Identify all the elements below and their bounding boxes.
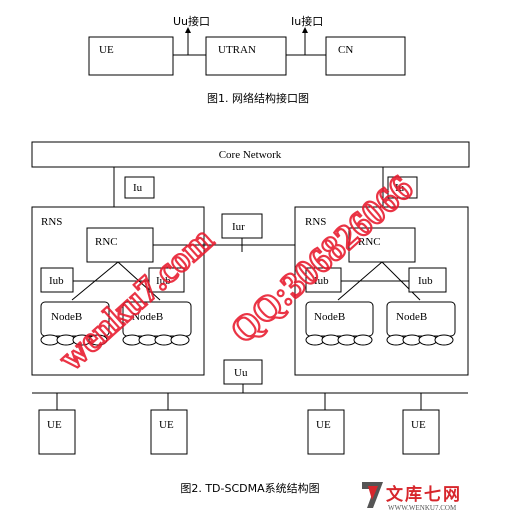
rns-right-label: RNS (305, 216, 326, 228)
antenna-icon (321, 334, 341, 346)
iu-right-label: Iu (395, 182, 405, 194)
antenna-icon (88, 334, 108, 346)
figure-1: UE UTRAN CN Uu接口 Iu接口 图1. 网络结构接口图 (88, 15, 406, 105)
nodeb-left-label-1: NodeB (51, 311, 82, 323)
nodeb-right-1 (305, 301, 374, 337)
iub-right-box-1 (305, 267, 342, 293)
ue-box-4 (402, 409, 440, 455)
rnc-right-label: RNC (358, 236, 381, 248)
iu-right-box (387, 176, 418, 199)
nodeb-left-label-2: NodeB (132, 311, 163, 323)
utran-box-label: UTRAN (218, 44, 256, 56)
utran-box (205, 36, 287, 76)
nodeb-right-2 (386, 301, 456, 337)
ue-box (88, 36, 174, 76)
iub-right-label-2: Iub (418, 275, 433, 287)
rnc-left-label: RNC (95, 236, 118, 248)
antenna-icon (418, 334, 438, 346)
nodeb-left-1 (40, 301, 110, 337)
antenna-icon (434, 334, 454, 346)
ue-label-2: UE (159, 419, 174, 431)
antenna-icon (402, 334, 422, 346)
antenna-icon (353, 334, 373, 346)
iub-left-box-2 (148, 267, 185, 293)
nodeb-right-label-2: NodeB (396, 311, 427, 323)
ue-box-2 (150, 409, 188, 455)
iur-label: Iur (232, 221, 245, 233)
cn-box-label: CN (338, 44, 353, 56)
core-network-label: Core Network (219, 149, 282, 161)
rnc-left-box (86, 227, 154, 263)
iub-right-box-2 (408, 267, 447, 293)
logo-accent-icon (368, 486, 378, 500)
antenna-icon (138, 334, 158, 346)
cn-box (325, 36, 406, 76)
iub-left-label-1: Iub (49, 275, 64, 287)
rns-left-label: RNS (41, 216, 62, 228)
antenna-icon (154, 334, 174, 346)
ue-box-label: UE (99, 44, 114, 56)
ue-box-3 (307, 409, 345, 455)
iu-interface-label: Iu接口 (291, 15, 323, 28)
figure-2-caption: 图2. TD-SCDMA系统结构图 (180, 481, 319, 495)
logo-name: 文库七网 (386, 484, 462, 504)
iu-left-label: Iu (133, 182, 143, 194)
figure-1-caption: 图1. 网络结构接口图 (207, 91, 309, 105)
uu-label: Uu (234, 367, 248, 379)
antenna-icon (305, 334, 325, 346)
iu-left-box (124, 176, 155, 199)
iub-left-label-2: Iub (156, 275, 171, 287)
figure-2: Core Network Iu Iu RNS RNC Iub Iub NodeB… (31, 141, 470, 495)
uu-interface-label: Uu接口 (173, 15, 210, 28)
antenna-icon (122, 334, 142, 346)
antenna-icon (170, 334, 190, 346)
logo-url: WWW.WENKU7.COM (388, 504, 457, 512)
nodeb-left-2 (122, 301, 192, 337)
iub-right-label-1: Iub (314, 275, 329, 287)
ue-label-3: UE (316, 419, 331, 431)
antenna-icon (386, 334, 406, 346)
nodeb-right-label-1: NodeB (314, 311, 345, 323)
rnc-right-box (348, 227, 416, 263)
iub-left-box-1 (40, 267, 74, 293)
core-network-box (31, 141, 470, 168)
wenku7-logo: 文库七网 WWW.WENKU7.COM (362, 482, 462, 512)
ue-box-1 (38, 409, 76, 455)
ue-label-4: UE (411, 419, 426, 431)
antenna-icon (337, 334, 357, 346)
ue-label-1: UE (47, 419, 62, 431)
